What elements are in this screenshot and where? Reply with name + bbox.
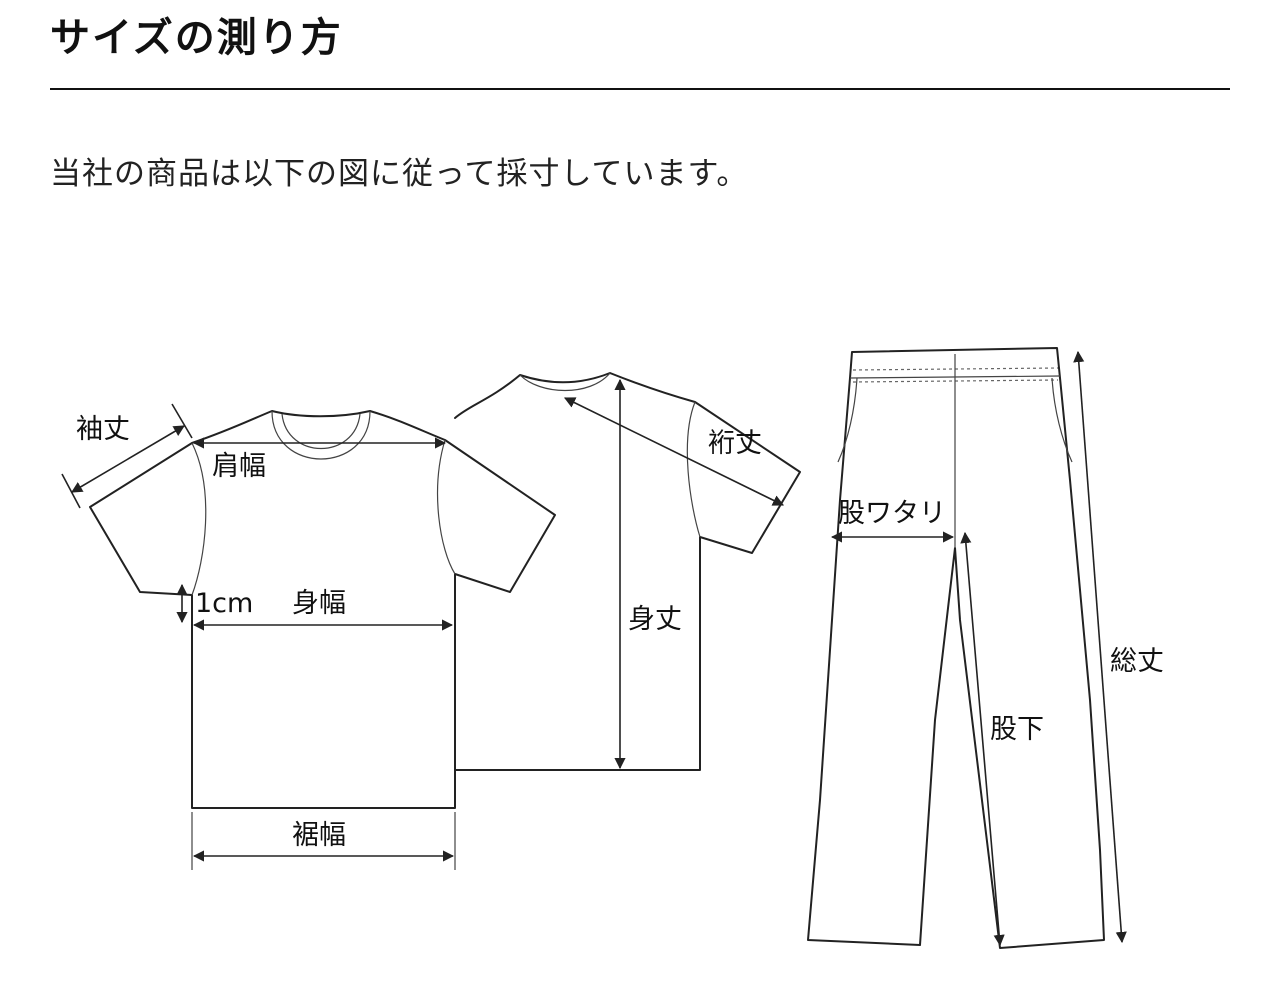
- sleeve-from-neck-label: 裄丈: [708, 428, 762, 459]
- inseam-label: 股下: [990, 714, 1044, 745]
- total-length-label: 総丈: [1110, 646, 1164, 677]
- thigh-width-label: 股ワタリ: [838, 498, 946, 529]
- sleeve-length-arrow: [71, 425, 185, 493]
- intro-text: 当社の商品は以下の図に従って採寸しています。: [50, 156, 749, 192]
- title-divider: [50, 88, 1230, 90]
- offset-label: 1cm: [195, 588, 253, 619]
- total-length-arrow: [1073, 350, 1127, 944]
- sleeve-from-neck-arrow: [563, 397, 785, 506]
- sleeve-length-ext-line: [171, 403, 193, 439]
- tshirt-front-illustration: [89, 410, 556, 809]
- inseam-arrow: [960, 531, 1005, 947]
- sleeve-length-label: 袖丈: [76, 414, 130, 445]
- body-length-label: 身丈: [628, 604, 682, 635]
- sleeve-length-ext-line-2: [61, 473, 81, 509]
- pants-illustration: [807, 347, 1105, 949]
- page-title: サイズの測り方: [50, 15, 343, 61]
- shoulder-width-label: 肩幅: [212, 451, 266, 482]
- hem-width-label: 裾幅: [292, 820, 346, 851]
- body-width-label: 身幅: [292, 588, 346, 619]
